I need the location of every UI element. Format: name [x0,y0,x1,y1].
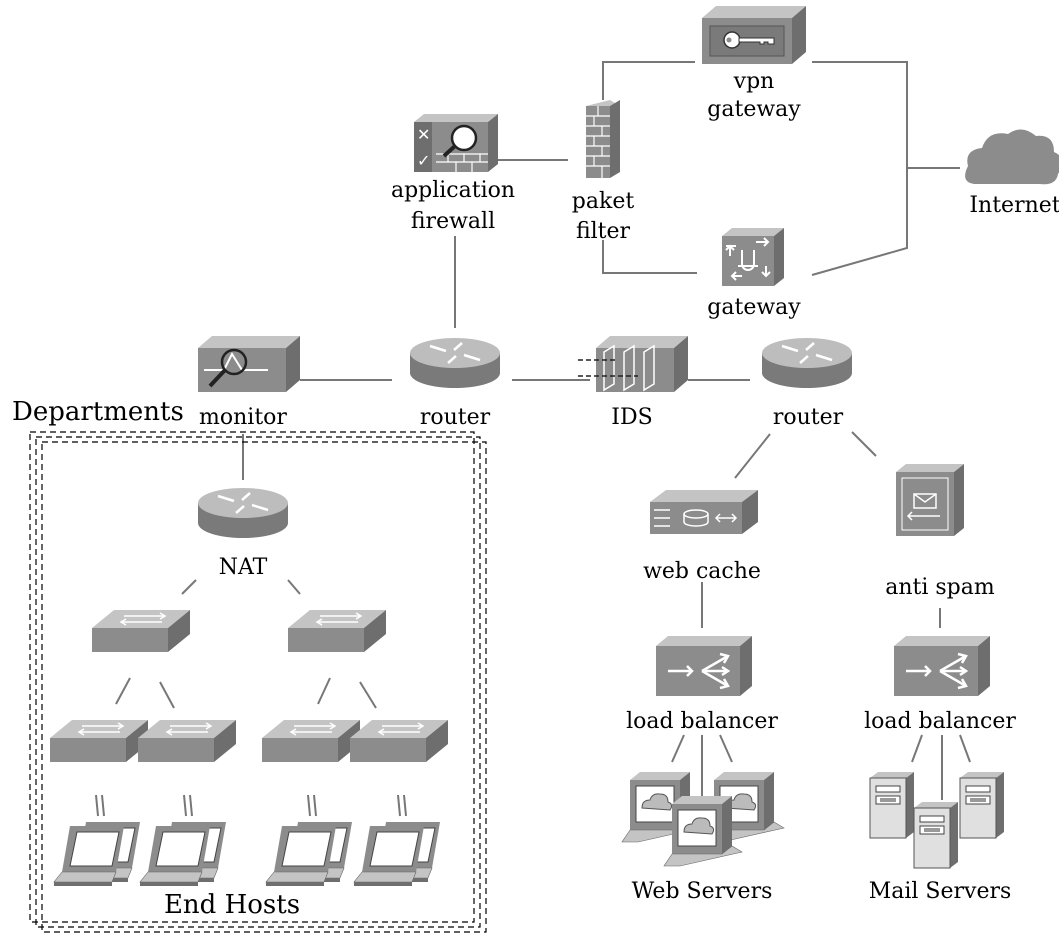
application-firewall-label-2: firewall [411,209,495,234]
paket-filter-icon [586,100,620,178]
nat-router-icon [196,486,290,540]
laptop-icon [139,825,211,887]
load-balancer-icon [894,636,990,696]
laptop-icon [353,825,425,887]
router-icon [760,336,854,390]
router-left-label: router [420,405,491,430]
departments-frame [29,431,487,933]
connection-lines [95,61,971,817]
monitor-icon [198,336,300,392]
load-balancer-icon [656,636,752,696]
switch-icon [261,719,361,763]
gateway-label: gateway [707,295,801,320]
switch-icon [91,609,191,653]
load-balancer-web-label: load balancer [626,709,778,734]
router-icon [408,336,502,390]
mail-server-icon [913,801,959,869]
mail-servers-label: Mail Servers [869,879,1012,904]
anti-spam-icon [896,464,964,536]
gateway-icon [722,228,784,286]
end-hosts-label: End Hosts [164,890,300,920]
router-right-label: router [773,405,844,430]
vpn-gateway-label-1: vpn [733,69,775,94]
paket-filter-label-2: filter [576,219,631,244]
departments-label: Departments [12,397,184,427]
laptop-icon [53,825,125,887]
mail-server-icon [869,771,915,839]
mail-server-icon [959,771,1005,839]
load-balancer-mail-label: load balancer [864,709,1016,734]
switch-icon [287,609,387,653]
vpn-gateway-icon [702,6,806,64]
switch-icon [137,719,237,763]
nat-label: NAT [219,555,268,580]
anti-spam-label: anti spam [885,575,995,600]
internet-cloud-icon [965,129,1059,185]
ids-label: IDS [611,405,652,430]
web-server-icon [663,795,743,867]
svg-text:✕: ✕ [417,125,430,144]
internet-label: Internet [969,193,1059,218]
application-firewall-icon: ✕ ✓ [414,114,498,172]
application-firewall-label-1: application [391,178,515,203]
ids-icon [578,336,688,392]
laptop-icon [265,825,337,887]
paket-filter-label-1: paket [572,189,635,214]
web-servers-label: Web Servers [632,879,773,904]
web-cache-label: web cache [643,559,761,584]
svg-text:✓: ✓ [417,151,430,170]
monitor-label: monitor [199,405,287,430]
switch-icon [349,719,449,763]
vpn-gateway-label-2: gateway [707,97,801,122]
switch-icon [49,719,149,763]
web-cache-icon [650,490,758,534]
